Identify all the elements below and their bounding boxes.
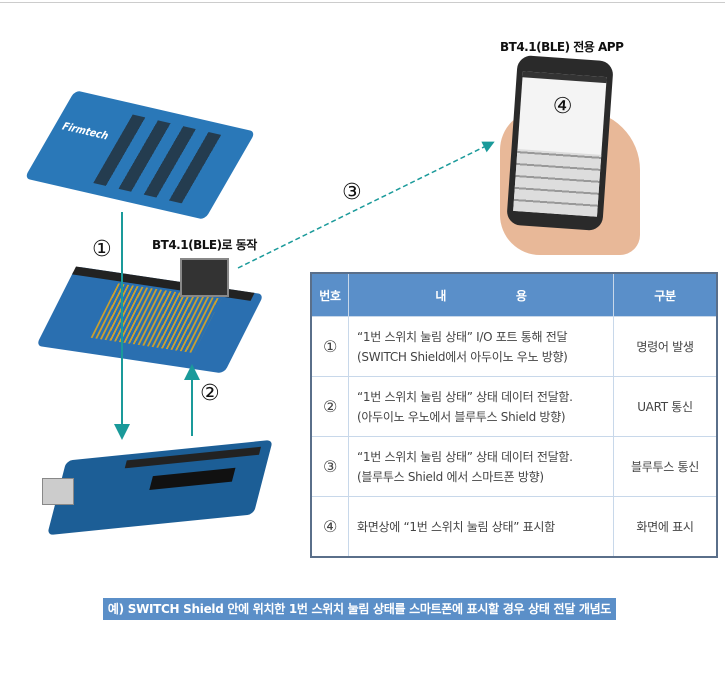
row-type: 명령어 발생 xyxy=(613,316,718,377)
table-row: ④ 화면상에 “1번 스위치 눌림 상태” 표시함 화면에 표시 xyxy=(310,496,718,558)
table-header-row: 번호 내 용 구분 xyxy=(310,272,718,317)
row-type: UART 통신 xyxy=(613,376,718,437)
content-line: 화면상에 “1번 스위치 눌림 상태” 표시함 xyxy=(357,519,555,534)
step2-label: ② xyxy=(200,381,220,406)
row-number: ③ xyxy=(310,436,349,497)
ble-module-image xyxy=(180,258,229,297)
top-divider xyxy=(0,2,725,3)
usb-port-image xyxy=(42,478,74,505)
row-number: ① xyxy=(310,316,349,377)
table-row: ② “1번 스위치 눌림 상태” 상태 데이터 전달함. (아두이노 우노에서 블… xyxy=(310,376,718,437)
row-type: 블루투스 통신 xyxy=(613,436,718,497)
step-table: 번호 내 용 구분 ① “1번 스위치 눌림 상태” I/O 포트 통해 전달 (… xyxy=(310,272,718,558)
header-content: 내 용 xyxy=(348,272,614,317)
row-content: 화면상에 “1번 스위치 눌림 상태” 표시함 xyxy=(348,496,614,558)
row-content: “1번 스위치 눌림 상태” I/O 포트 통해 전달 (SWITCH Shiel… xyxy=(348,316,614,377)
step1-label: ① xyxy=(92,237,112,262)
row-content: “1번 스위치 눌림 상태” 상태 데이터 전달함. (아두이노 우노에서 블루투… xyxy=(348,376,614,437)
header-type: 구분 xyxy=(613,272,718,317)
content-line: (아두이노 우노에서 블루투스 Shield 방향) xyxy=(357,409,566,424)
ble-operation-label: BT4.1(BLE)로 동작 xyxy=(152,238,257,252)
content-line: “1번 스위치 눌림 상태” I/O 포트 통해 전달 xyxy=(357,329,568,344)
table-row: ③ “1번 스위치 눌림 상태” 상태 데이터 전달함. (블루투스 Shield… xyxy=(310,436,718,497)
row-content: “1번 스위치 눌림 상태” 상태 데이터 전달함. (블루투스 Shield 에… xyxy=(348,436,614,497)
app-title-label: BT4.1(BLE) 전용 APP xyxy=(500,40,624,54)
content-line: “1번 스위치 눌림 상태” 상태 데이터 전달함. xyxy=(357,449,573,464)
table-row: ① “1번 스위치 눌림 상태” I/O 포트 통해 전달 (SWITCH Shi… xyxy=(310,316,718,377)
content-line: (블루투스 Shield 에서 스마트폰 방향) xyxy=(357,469,544,484)
step3-label: ③ xyxy=(342,180,362,205)
phone-screen: ④ xyxy=(513,71,607,217)
row-number: ② xyxy=(310,376,349,437)
content-line: “1번 스위치 눌림 상태” 상태 데이터 전달함. xyxy=(357,389,573,404)
phone-keyboard xyxy=(513,149,602,217)
content-line: (SWITCH Shield에서 아두이노 우노 방향) xyxy=(357,349,568,364)
row-type: 화면에 표시 xyxy=(613,496,718,558)
arrow-step3 xyxy=(237,141,495,269)
row-number: ④ xyxy=(310,496,349,558)
figure-caption: 예) SWITCH Shield 안에 위치한 1번 스위치 눌림 상태를 스마… xyxy=(103,598,616,620)
smartphone-image: ④ xyxy=(506,54,614,232)
header-number: 번호 xyxy=(310,272,349,317)
phone-step-label: ④ xyxy=(551,93,574,120)
